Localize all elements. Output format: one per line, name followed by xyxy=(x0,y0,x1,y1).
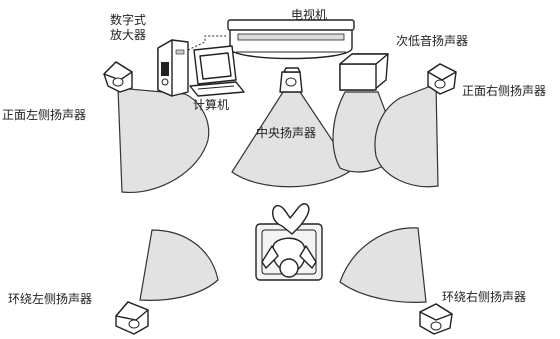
digital-amplifier-label-line1: 数字式 xyxy=(110,13,147,27)
tv-label: 电视机 xyxy=(291,8,328,22)
surround-right-speaker-label: 环绕右侧扬声器 xyxy=(442,290,527,304)
front-right-speaker-icon xyxy=(427,63,457,95)
front-left-speaker-label: 正面左侧扬声器 xyxy=(2,108,87,122)
center-speaker-icon xyxy=(279,67,303,93)
digital-amplifier-icon xyxy=(157,35,226,97)
front-left-speaker-icon xyxy=(103,61,133,93)
subwoofer-icon xyxy=(339,53,389,91)
computer-icon xyxy=(189,45,245,97)
front-left-beam xyxy=(117,87,210,193)
surround-left-beam xyxy=(139,229,219,301)
front-right-speaker-label: 正面右侧扬声器 xyxy=(462,84,547,98)
surround-right-speaker-icon xyxy=(419,303,453,335)
surround-left-speaker-label: 环绕左侧扬声器 xyxy=(8,292,93,306)
listener-icon xyxy=(255,203,323,281)
front-right-beam xyxy=(374,83,439,188)
surround-right-beam xyxy=(339,227,427,303)
tv-icon xyxy=(227,19,355,60)
computer-label: 计算机 xyxy=(193,98,230,112)
subwoofer-label: 次低音扬声器 xyxy=(396,34,469,48)
center-speaker-label: 中央扬声器 xyxy=(256,126,317,140)
surround-left-speaker-icon xyxy=(115,301,149,335)
digital-amplifier-label-line2: 放大器 xyxy=(110,28,147,42)
